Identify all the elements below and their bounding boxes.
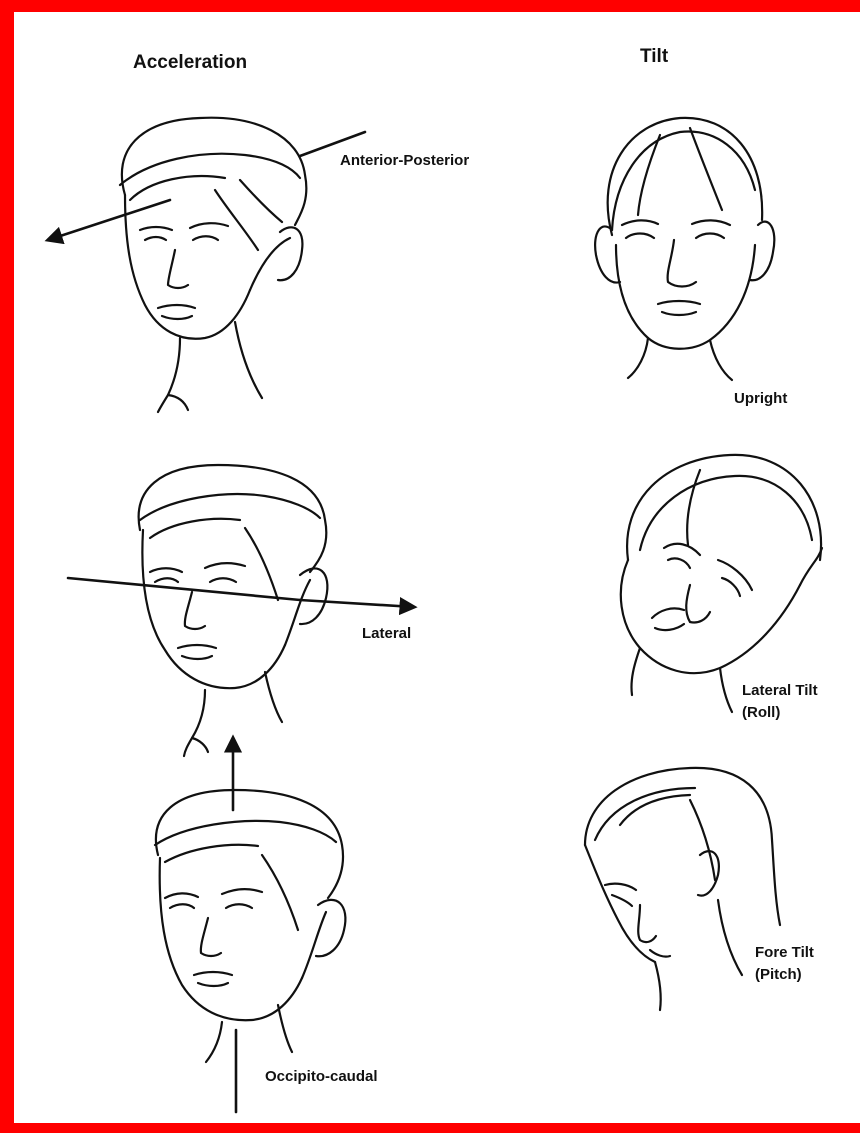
label-lateral-tilt: Lateral Tilt	[742, 682, 818, 700]
arrow-lateral	[300, 600, 414, 607]
arrow-anterior-posterior	[48, 200, 170, 240]
acceleration-heading: Acceleration	[133, 52, 247, 75]
label-anterior-posterior: Anterior-Posterior	[340, 152, 469, 170]
head-upright	[595, 118, 774, 380]
label-fore-tilt-pitch: (Pitch)	[755, 966, 802, 984]
tilt-heading: Tilt	[640, 46, 668, 69]
label-fore-tilt: Fore Tilt	[755, 944, 814, 962]
label-lateral-tilt-roll: (Roll)	[742, 704, 780, 722]
label-upright: Upright	[734, 390, 787, 408]
head-anterior-posterior	[120, 118, 306, 412]
label-lateral: Lateral	[362, 625, 411, 643]
head-fore-tilt	[585, 768, 780, 1010]
label-occipito-caudal: Occipito-caudal	[265, 1068, 378, 1086]
head-occipito-caudal	[155, 790, 345, 1062]
head-lateral-tilt	[621, 455, 822, 712]
head-lateral	[139, 465, 328, 756]
